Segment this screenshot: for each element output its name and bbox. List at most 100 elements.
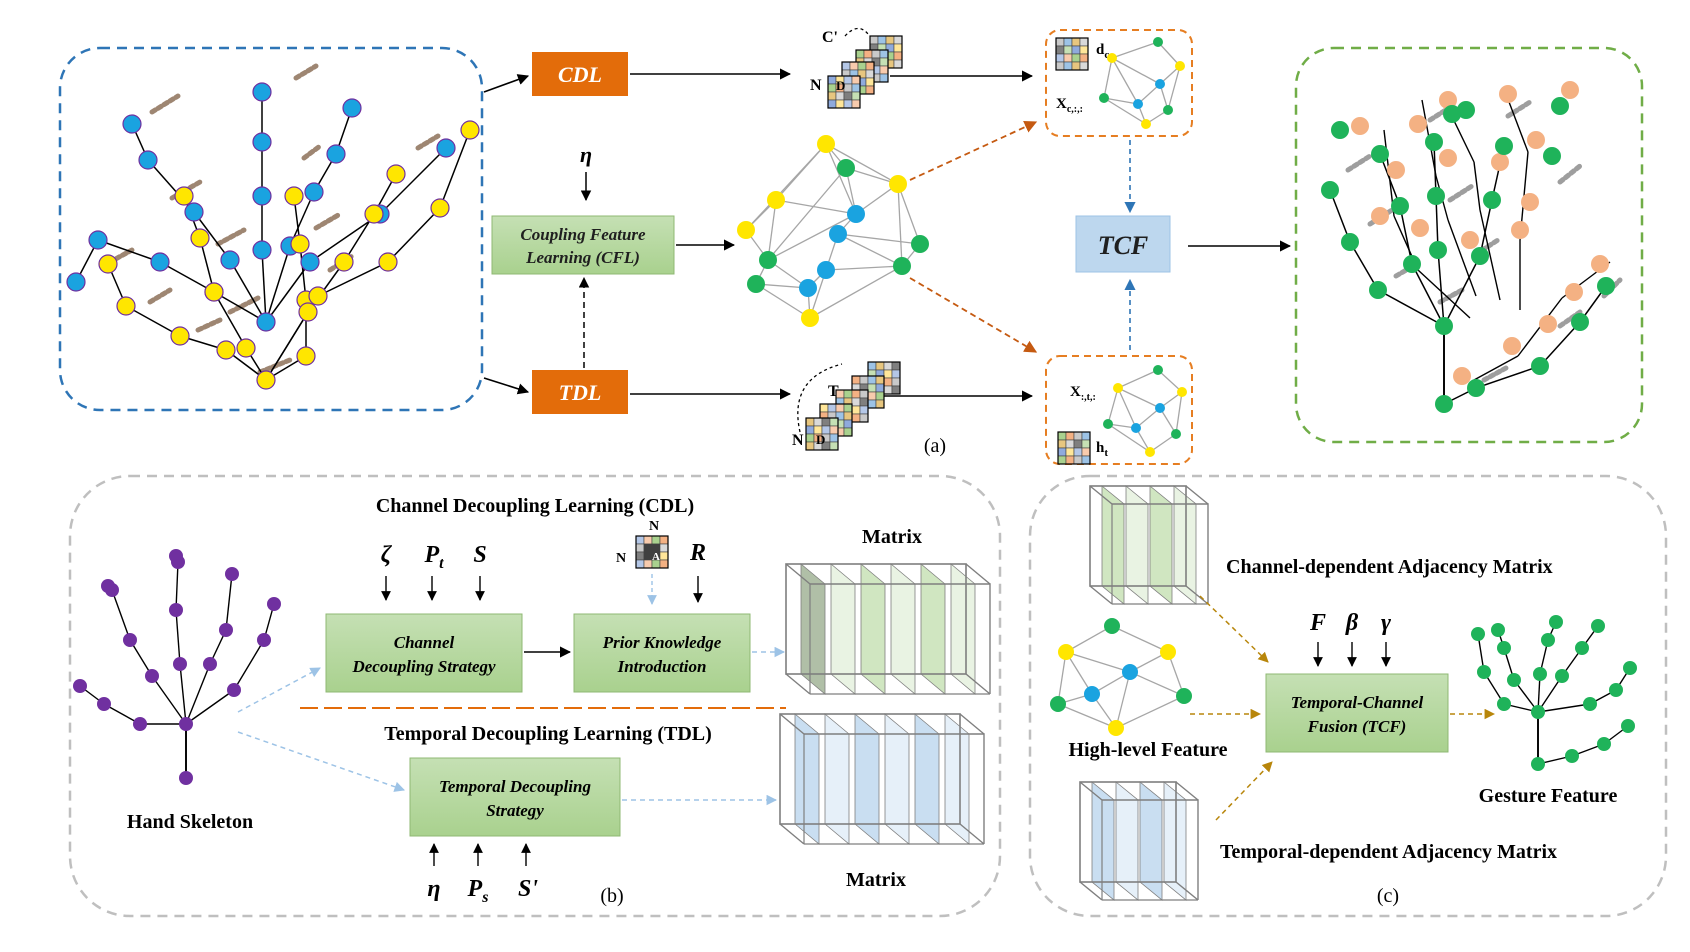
joint-node <box>460 120 480 140</box>
graph-node <box>1084 686 1100 702</box>
matrix-cell <box>851 99 861 109</box>
joint-node <box>1561 81 1579 99</box>
matrix-cell <box>843 99 853 109</box>
joint-node <box>298 302 318 322</box>
matrix-cell <box>843 389 853 399</box>
matrix-cell <box>1079 61 1089 71</box>
joint-node <box>203 657 217 671</box>
joint-node <box>1497 697 1511 711</box>
matrix-cell <box>1073 431 1083 441</box>
matrix-top-label: Matrix <box>862 526 922 548</box>
arrow-cubebot-tcf <box>1215 761 1273 821</box>
cube-edge <box>965 673 991 695</box>
correspondence-dash <box>195 317 223 333</box>
tds-line2: Strategy <box>486 801 544 820</box>
graph-edge <box>825 143 857 215</box>
graph-node <box>1176 688 1192 704</box>
cube-edge <box>785 563 811 585</box>
correspondence-dash <box>415 133 441 151</box>
bone <box>213 291 267 323</box>
joint-node <box>88 230 108 250</box>
joint-node <box>1369 281 1387 299</box>
temporal-decoupling-strategy-box <box>409 757 621 837</box>
graph-edge <box>775 199 857 215</box>
prior-knowledge-box <box>573 613 751 693</box>
matrix-cell <box>867 399 877 409</box>
matrix-cell <box>879 49 889 59</box>
bone <box>1479 199 1493 257</box>
joint-node <box>1499 85 1517 103</box>
joint-node <box>220 250 240 270</box>
graph-edge <box>767 167 847 261</box>
matrix-cell <box>1063 37 1073 47</box>
matrix-cell <box>1063 53 1073 63</box>
matrix-cell <box>841 61 851 71</box>
graph-edge <box>897 183 921 245</box>
joint-node <box>1503 337 1521 355</box>
joint-node <box>1551 97 1569 115</box>
matrix-cell <box>857 61 867 71</box>
matrix-cell <box>1079 37 1089 47</box>
cds-line1: Channel <box>394 633 455 652</box>
input-skeleton-frame <box>58 46 484 412</box>
matrix-cell <box>893 43 903 53</box>
cfl-label-line2: Learning (CFL) <box>525 248 640 267</box>
matrix-cell <box>635 535 645 545</box>
matrix-outline <box>827 75 861 109</box>
wrist-node <box>256 312 276 332</box>
joint-node <box>252 132 272 152</box>
matrix-cell <box>867 375 877 385</box>
correspondence-dash <box>1447 183 1475 203</box>
beta-symbol: β <box>1345 610 1359 636</box>
matrix-cell <box>1057 439 1067 449</box>
matrix-cell <box>867 391 877 401</box>
matrix-cell <box>651 535 661 545</box>
joint-node <box>1539 315 1557 333</box>
joint-node <box>216 340 236 360</box>
f-symbol: F <box>1309 610 1326 636</box>
bone <box>1377 289 1445 327</box>
bone <box>317 261 389 297</box>
joint-node <box>1425 133 1443 151</box>
bone <box>1349 241 1379 291</box>
matrix-cell <box>843 403 853 413</box>
matrix-cell <box>835 91 845 101</box>
panel-b-tag: (b) <box>600 885 623 907</box>
matrix-cell <box>1081 439 1091 449</box>
joint-node <box>378 252 398 272</box>
joint-node <box>145 669 159 683</box>
bone <box>1473 355 1519 381</box>
joint-node <box>219 623 233 637</box>
graph-edge <box>1149 433 1177 453</box>
matrix-cell <box>1071 45 1081 55</box>
matrix-cell <box>875 399 885 409</box>
matrix-cell <box>659 543 669 553</box>
joint-node <box>179 717 193 731</box>
matrix-cell <box>891 361 901 371</box>
matrix-cell <box>1065 455 1075 465</box>
matrix-cell <box>1055 45 1065 55</box>
matrix-cell <box>1055 37 1065 47</box>
bone <box>225 573 233 631</box>
graph-node <box>1163 105 1173 115</box>
joint-node <box>101 579 115 593</box>
graph-node <box>747 275 765 293</box>
matrix-cell <box>835 403 845 413</box>
bone <box>185 663 211 725</box>
matrix-cell <box>891 369 901 379</box>
matrix-cell <box>829 441 839 451</box>
matrix-cell <box>821 417 831 427</box>
correspondence-dash <box>1557 163 1583 185</box>
matrix-cell <box>1079 45 1089 55</box>
cube-edge <box>1089 585 1113 605</box>
joint-node <box>1521 193 1539 211</box>
matrix-cell <box>805 441 815 451</box>
bone <box>265 245 291 323</box>
matrix-cell <box>885 35 895 45</box>
matrix-outline <box>805 417 839 451</box>
prior-n-left: N <box>616 551 626 566</box>
matrix-cell <box>1063 45 1073 55</box>
graph-node <box>1177 387 1187 397</box>
joint-node <box>1387 161 1405 179</box>
